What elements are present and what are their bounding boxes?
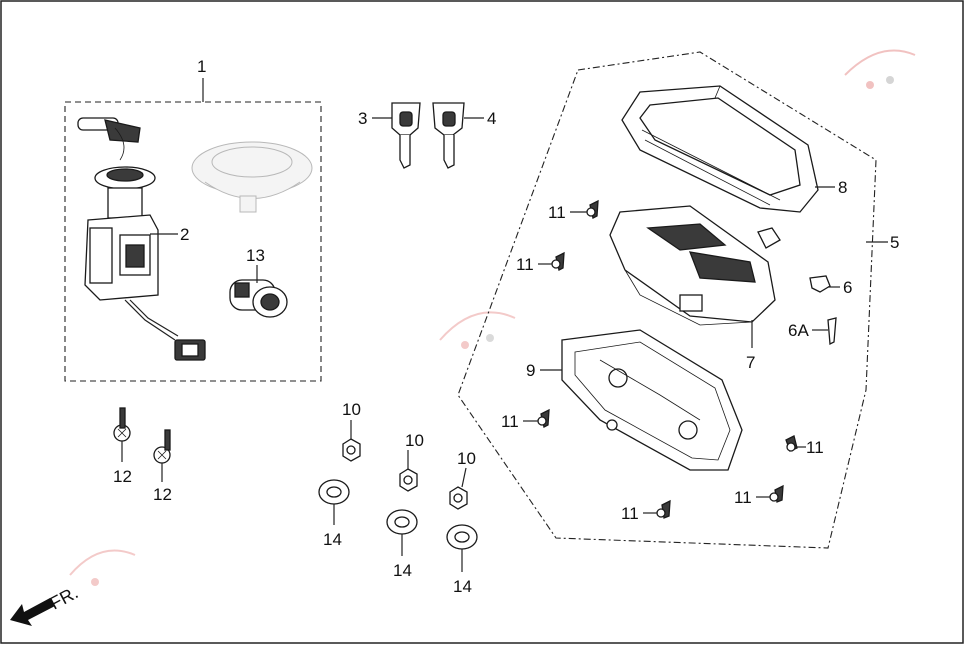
callout-7: 7 bbox=[746, 353, 755, 372]
washer-14a bbox=[318, 479, 350, 505]
callout-13: 13 bbox=[246, 246, 265, 265]
callout-11c: 11 bbox=[501, 412, 519, 431]
bracket-6 bbox=[809, 275, 831, 293]
callout-12b: 12 bbox=[153, 485, 172, 504]
callout-6a: 6A bbox=[788, 321, 809, 340]
nut-10b bbox=[399, 468, 418, 492]
ignition-group-box bbox=[64, 101, 322, 382]
callout-11e: 11 bbox=[734, 488, 752, 507]
screw-11c bbox=[537, 408, 550, 428]
callout-11f: 11 bbox=[621, 504, 639, 523]
screw-12a bbox=[113, 407, 131, 442]
pin-6a bbox=[827, 317, 837, 346]
meter-group-outline bbox=[457, 51, 877, 549]
callout-11b: 11 bbox=[516, 255, 534, 274]
screw-12b bbox=[153, 429, 171, 464]
lock-cover-ghost bbox=[191, 141, 313, 213]
screw-11b bbox=[551, 251, 565, 271]
key-3 bbox=[391, 102, 421, 169]
meter-body bbox=[609, 205, 776, 326]
key-4 bbox=[432, 102, 465, 169]
callout-10a: 10 bbox=[342, 400, 361, 419]
front-label: FR. bbox=[46, 582, 81, 613]
callout-10b: 10 bbox=[405, 431, 424, 450]
meter-clip bbox=[757, 227, 781, 249]
callout-10c: 10 bbox=[457, 449, 476, 468]
ignition-switch bbox=[77, 117, 206, 361]
watermark-logo bbox=[69, 549, 136, 586]
callout-14b: 14 bbox=[393, 561, 412, 580]
callout-14a: 14 bbox=[323, 530, 342, 549]
watermark-logo bbox=[439, 311, 516, 349]
callout-9: 9 bbox=[526, 361, 535, 380]
screw-11f bbox=[656, 499, 671, 519]
screw-11e bbox=[769, 484, 784, 503]
nut-10a bbox=[342, 438, 361, 462]
callout-12a: 12 bbox=[113, 467, 132, 486]
screw-11d bbox=[785, 435, 798, 452]
callout-8: 8 bbox=[838, 178, 847, 197]
callout-11d: 11 bbox=[806, 438, 824, 457]
callout-6: 6 bbox=[843, 278, 852, 297]
washer-14b bbox=[386, 509, 418, 535]
washer-14c bbox=[446, 524, 478, 550]
watermark-logo bbox=[844, 49, 916, 89]
callout-4: 4 bbox=[487, 109, 496, 128]
front-direction-arrow: FR. bbox=[10, 582, 81, 626]
lock-cylinder bbox=[229, 279, 288, 318]
callout-14c: 14 bbox=[453, 577, 472, 596]
meter-cover bbox=[621, 85, 819, 213]
meter-lower-case bbox=[561, 329, 743, 471]
callout-5: 5 bbox=[890, 233, 899, 252]
callout-11a: 11 bbox=[548, 203, 566, 222]
callout-2: 2 bbox=[180, 225, 189, 244]
screw-11a bbox=[586, 199, 599, 219]
nut-10c bbox=[449, 486, 468, 510]
callout-1: 1 bbox=[197, 57, 206, 76]
callout-3: 3 bbox=[358, 109, 367, 128]
